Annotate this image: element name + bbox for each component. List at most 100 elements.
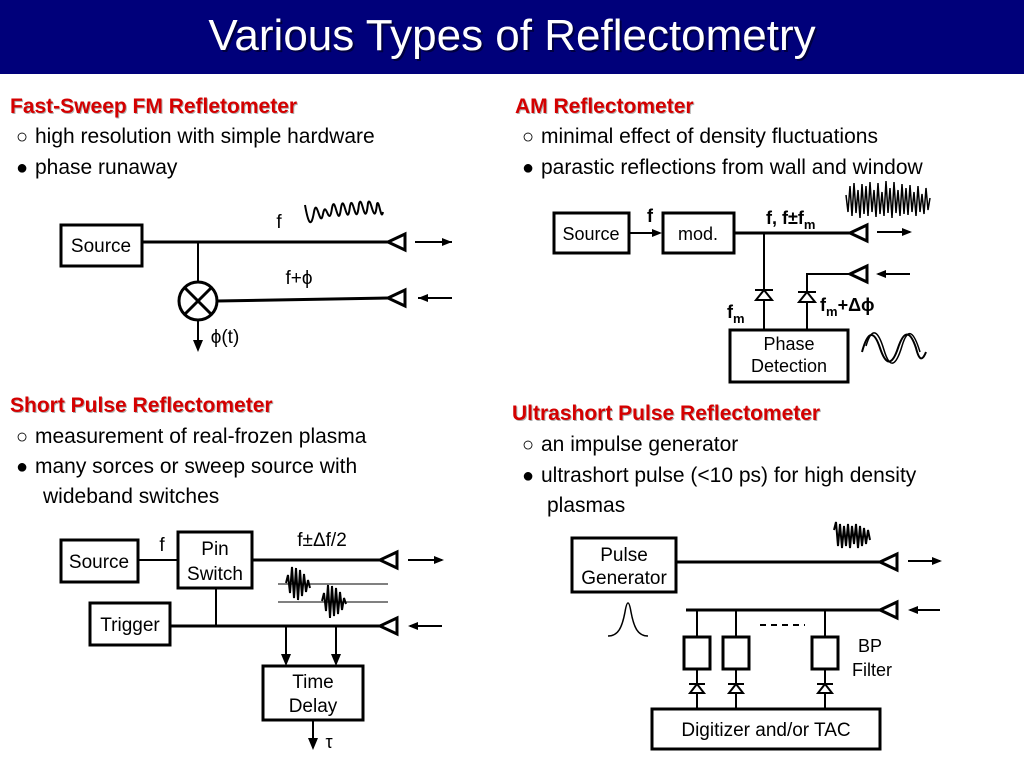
source-box — [59, 538, 140, 584]
ultrashort-bullet-1: ○ an impulse generator — [522, 431, 738, 459]
fast-sweep-heading: Fast-Sweep FM Refletometer — [10, 95, 298, 118]
short-pulse-bullet-2-continuation: wideband switches — [43, 485, 220, 508]
f-label: f — [159, 535, 165, 556]
filled-bullet-icon: ● — [16, 157, 29, 179]
pulse-generator-box — [570, 536, 678, 594]
hollow-bullet-icon: ○ — [522, 434, 535, 456]
source-label: Source — [69, 552, 129, 573]
receive-line — [216, 296, 389, 303]
pin-switch-box — [176, 530, 254, 590]
diode-icon — [796, 290, 818, 303]
trigger-label: Trigger — [100, 615, 160, 636]
bp-filter-box — [721, 635, 751, 671]
trigger-box — [88, 601, 172, 647]
ultrashort-bullet-2: ● ultrashort pulse (<10 ps) for high dens… — [522, 462, 916, 490]
bullet-text: measurement of real-frozen plasma — [35, 425, 367, 448]
bp-filter-box — [682, 635, 712, 671]
bullet-text: phase runaway — [35, 156, 178, 179]
f-df-label: f±Δf/2 — [297, 530, 347, 551]
mod-label: mod. — [678, 224, 718, 244]
horn-antenna-icon — [876, 599, 899, 621]
ultrashort-bullet-2-continuation: plasmas — [547, 494, 626, 517]
hollow-bullet-icon: ○ — [16, 126, 29, 148]
sine-wave-icon — [861, 333, 927, 363]
filled-bullet-icon: ● — [522, 157, 535, 179]
chirp-waveform-icon — [833, 521, 871, 549]
arrow-down-icon — [308, 738, 318, 750]
chirp-waveform-icon — [304, 200, 384, 224]
source-label: Source — [71, 236, 131, 257]
short-pulse-bullet-2: ● many sorces or sweep source with — [16, 453, 357, 481]
diode-icon — [726, 682, 746, 694]
pulse-label: Pulse — [600, 545, 648, 566]
bullet-text: ultrashort pulse (<10 ps) for high densi… — [541, 464, 917, 487]
digitizer-box — [650, 707, 882, 751]
detection-label: Detection — [751, 356, 827, 376]
am-bullet-1: ○ minimal effect of density fluctuations — [522, 123, 878, 151]
ultrashort-diagram: Pulse Generator BP Filter Digitizer and/… — [570, 521, 942, 751]
filled-bullet-icon: ● — [522, 465, 535, 487]
pulse-shape-icon — [607, 602, 649, 637]
phi-t-label: ϕ(t) — [211, 327, 240, 348]
short-pulse-bullet-1: ○ measurement of real-frozen plasma — [16, 423, 366, 451]
filter-label: Filter — [852, 660, 892, 680]
pulse-burst-icon — [321, 584, 347, 619]
filled-bullet-icon: ● — [16, 456, 29, 478]
bullet-text: minimal effect of density fluctuations — [541, 125, 878, 148]
page-title: Various Types of Reflectometry — [208, 11, 816, 60]
f-phi-label: f+ϕ — [285, 268, 312, 289]
pin-label: Pin — [201, 539, 228, 560]
digitizer-label: Digitizer and/or TAC — [681, 720, 850, 741]
am-heading: AM Reflectometer — [515, 95, 694, 118]
arrow-down-icon — [281, 654, 291, 666]
fast-sweep-bullet-1: ○ high resolution with simple hardware — [16, 123, 375, 151]
bullet-text: an impulse generator — [541, 433, 739, 456]
horn-antenna-icon — [846, 222, 869, 244]
diode-icon — [815, 682, 835, 694]
horn-antenna-icon — [846, 263, 869, 285]
bullet-text: parastic reflections from wall and windo… — [541, 156, 923, 179]
bp-label: BP — [858, 636, 882, 656]
ultrashort-heading: Ultrashort Pulse Reflectometer — [512, 402, 821, 425]
source-box — [552, 211, 631, 255]
delay-label: Delay — [289, 696, 338, 717]
horn-antenna-icon — [384, 287, 407, 309]
am-waveform-icon — [845, 180, 931, 219]
bullet-text: high resolution with simple hardware — [35, 125, 375, 148]
horn-antenna-icon — [384, 231, 407, 253]
f-ffm-label: f, f±fm — [766, 208, 815, 232]
pulse-burst-icon — [285, 566, 311, 601]
fast-sweep-bullet-2: ● phase runaway — [16, 154, 177, 182]
diode-icon — [753, 288, 775, 301]
receive-line — [806, 273, 850, 330]
time-delay-box — [261, 664, 365, 722]
fm-delta-phi-label: fm+Δϕ — [820, 295, 875, 319]
am-bullet-2: ● parastic reflections from wall and wind… — [522, 154, 923, 182]
fast-sweep-diagram: Source f f+ϕ ϕ(t) — [59, 200, 452, 352]
diode-icon — [687, 682, 707, 694]
f-label: f — [276, 212, 282, 233]
short-pulse-heading: Short Pulse Reflectometer — [10, 394, 273, 417]
tap-line — [170, 241, 199, 283]
hollow-bullet-icon: ○ — [16, 426, 29, 448]
time-label: Time — [292, 672, 334, 693]
source-label: Source — [562, 224, 619, 244]
horn-antenna-icon — [376, 615, 399, 637]
title-bar — [0, 0, 1024, 74]
f-label: f — [647, 206, 654, 226]
fm-left-label: fm — [727, 302, 745, 326]
phase-detection-box — [728, 328, 850, 384]
source-box — [59, 223, 144, 268]
bullet-text: many sorces or sweep source with — [35, 455, 358, 478]
generator-label: Generator — [581, 568, 667, 589]
horn-antenna-icon — [876, 551, 899, 573]
horn-antenna-icon — [376, 549, 399, 571]
short-pulse-diagram: Source f Pin Switch f±Δf/2 Trigger Time … — [59, 530, 444, 752]
bp-filter-box — [810, 635, 840, 671]
arrow-right-icon — [652, 229, 662, 237]
phase-label: Phase — [763, 334, 814, 354]
hollow-bullet-icon: ○ — [522, 126, 535, 148]
arrow-down-icon — [331, 654, 341, 666]
tau-label: τ — [325, 732, 332, 752]
